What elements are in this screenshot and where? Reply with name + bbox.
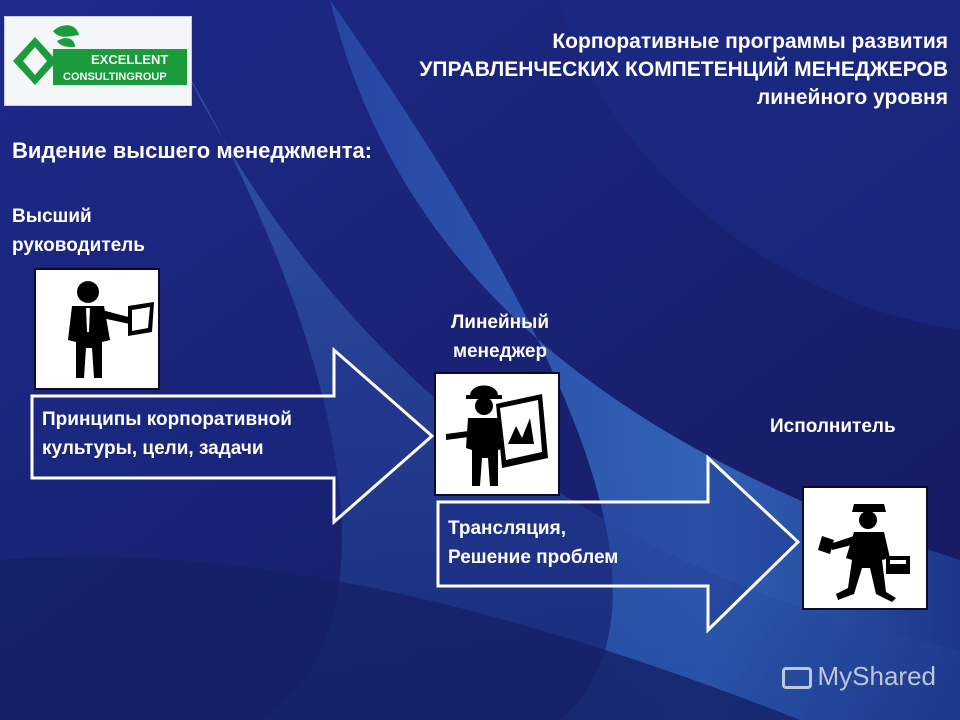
arrow-principles-text: Принципы корпоративной культуры, цели, з… [42,405,292,463]
arrow-translation-line1: Трансляция, [448,518,566,539]
logo-word2: CONSULTINGROUP [63,71,167,83]
logo-word1: EXCELLENT [91,52,168,67]
leaf-diamond-logo-icon: EXCELLENT CONSULTINGROUP [13,25,187,85]
slide-subtitle: Видение высшего менеджмента: [12,138,373,163]
worker-with-plan-icon [446,385,548,486]
arrow-translation-text: Трансляция, Решение проблем [448,514,618,572]
line-manager-line1: Линейный [450,312,550,333]
arrow-translation [436,454,801,634]
top-manager-label: Высший руководитель [12,202,145,260]
myshared-watermark: MyShared [781,661,937,692]
line-manager-line2: менеджер [452,341,548,362]
executor-label: Исполнитель [770,416,896,437]
top-manager-line2: руководитель [12,235,145,256]
arrow-principles-line2: культуры, цели, задачи [42,438,264,459]
presenter-icon [68,281,154,378]
top-manager-line1: Высший [12,206,92,227]
line-manager-picture [434,372,560,496]
arrow-principles [30,346,435,526]
executor-picture [802,486,928,610]
line-manager-label: Линейный менеджер [430,308,570,366]
arrow-principles-line1: Принципы корпоративной [42,409,292,430]
projector-icon [781,667,812,690]
arrow-translation-line2: Решение проблем [448,547,619,568]
header-line3: линейного уровня [756,86,948,109]
top-manager-picture [34,268,160,390]
header-line2: УПРАВЛЕНЧЕСКИХ КОМПЕТЕНЦИЙ МЕНЕДЖЕРОВ [419,58,948,81]
repairman-icon [818,504,910,602]
company-logo: EXCELLENT CONSULTINGROUP [4,16,192,106]
watermark-text: MyShared [817,661,937,691]
slide-header: Корпоративные программы развития УПРАВЛЕ… [248,28,948,112]
header-line1: Корпоративные программы развития [552,30,948,53]
